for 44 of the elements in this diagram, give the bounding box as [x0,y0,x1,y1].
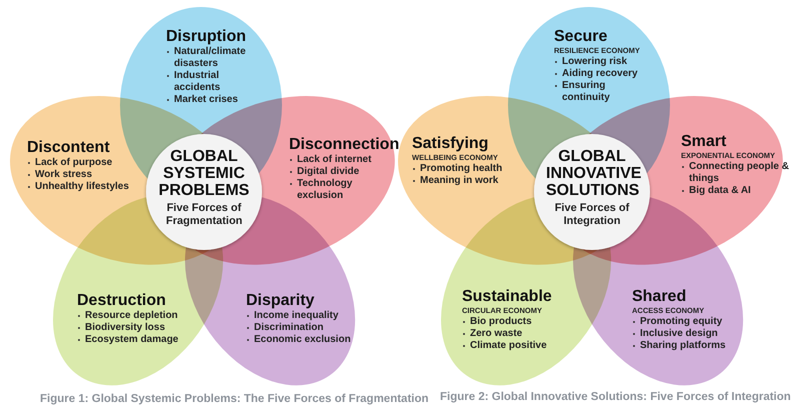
petal-heading: Disparity [246,292,316,310]
bullet-item: Lowering risk [554,56,646,68]
petal-heading: Smart [680,132,728,151]
bullet-item: Natural/climate disasters [166,46,258,70]
bullet-item: Market crises [166,94,258,106]
bullet-item: Resource depletion [76,310,187,322]
bullet-item: Climate positive [462,340,572,352]
center-subtitle: Five Forces of Integration [554,202,630,228]
bullet-item: Economic exclusion [246,334,358,346]
center-subtitle: Five Forces of Fragmentation [165,202,244,228]
petal-heading: Discontent [26,138,111,157]
bullet-item: Income inequality [246,310,358,322]
petal-heading: Destruction [76,292,167,310]
bullet-item: Ecosystem damage [76,334,187,346]
petal-heading: Sustainable [462,288,553,306]
bullet-item: Industrial accidents [166,70,258,94]
bullet-item: Aiding recovery [554,68,646,80]
petal-heading: Disruption [166,28,247,46]
bullet-item: Promoting equity [632,316,744,328]
bullet-item: Meaning in work [412,174,527,187]
bullet-item: Work stress [26,168,142,181]
bullet-item: Lack of internet [288,154,397,166]
bullet-item: Bio products [462,316,572,328]
petal-heading: Shared [632,288,688,306]
figure-caption: Figure 1: Global Systemic Problems: The Five Forces of Fragmentation [40,393,429,405]
bullet-item: Unhealthy lifestyles [26,180,142,193]
bullet-item: Technology exclusion [288,178,397,202]
bullet-item: Digital divide [288,166,397,178]
bullet-item: Ensuring continuity [554,80,646,104]
center-title: GLOBAL INNOVATIVE SOLUTIONS [545,148,642,199]
bullet-item: Inclusive design [632,328,744,340]
bullet-item: Biodiversity loss [76,322,187,334]
center-title: GLOBAL SYSTEMIC PROBLEMS [158,148,250,199]
petal-heading: Disconnection [288,136,397,154]
petal-heading: Secure [554,28,608,46]
bullet-item: Promoting health [412,162,527,175]
bullet-item: Sharing platforms [632,340,744,352]
bullet-item: Zero waste [462,328,572,340]
bullet-item: Lack of purpose [26,156,142,169]
bullet-item: Connecting people & things [680,160,789,185]
bullet-item: Big data & AI [680,184,789,197]
figure-caption: Figure 2: Global Innovative Solutions: Five Forces of Integration [440,391,791,403]
petal-heading: Satisfying [412,134,490,153]
bullet-item: Discrimination [246,322,358,334]
